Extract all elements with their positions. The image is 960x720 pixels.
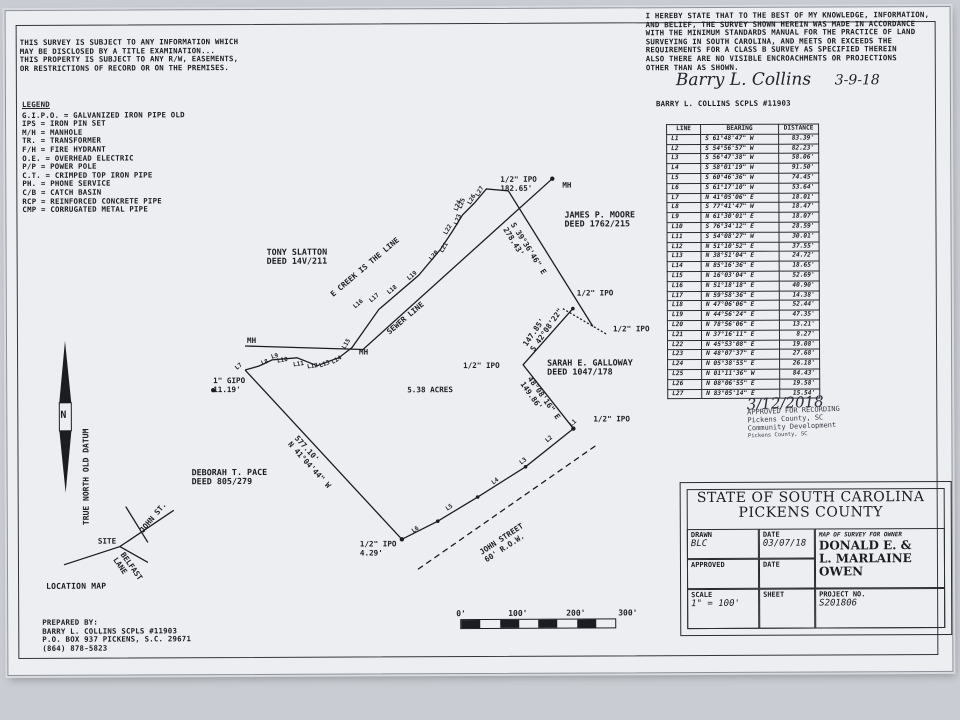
corner-gipo xyxy=(211,387,216,393)
owner-label-slatton: TONY SLATTON DEED 14V/211 xyxy=(266,246,328,266)
plat-drawing xyxy=(58,176,608,570)
ipo-label: 1/2" IPO 182.65' xyxy=(500,174,537,193)
location-road-3 xyxy=(125,506,149,543)
creek-boundary xyxy=(244,188,509,371)
corner-ipo xyxy=(571,306,575,311)
location-map-label: LOCATION MAP xyxy=(46,581,107,591)
owner-label-pace: DEBORAH T. PACE DEED 805/279 xyxy=(191,466,268,487)
corner-ipo xyxy=(571,426,576,431)
galloway-line xyxy=(522,308,574,429)
hatch-mark xyxy=(562,308,608,336)
acreage-label: 5.38 ACRES xyxy=(407,385,453,395)
ipo-label: 1/2" IPO 4.29' xyxy=(359,539,397,558)
ipo-label: 1/2" IPO xyxy=(612,324,650,334)
north-letter: N xyxy=(60,409,67,421)
manhole-label: MH xyxy=(246,335,257,346)
manhole-label: MH xyxy=(562,180,572,190)
corner-ipo xyxy=(399,537,405,542)
owner-label-galloway: SARAH E. GALLOWAY DEED 1047/178 xyxy=(547,357,633,377)
scale-tick: 200' xyxy=(566,608,586,618)
location-site-label: SITE xyxy=(97,536,117,546)
john-street-line xyxy=(417,443,598,570)
sw-boundary xyxy=(244,369,403,540)
owner-label-moore: JAMES P. MOORE DEED 1762/215 xyxy=(564,209,636,229)
location-road-2 xyxy=(119,546,149,564)
manhole-label: MH xyxy=(359,347,369,357)
line-segment-label: L10 xyxy=(276,355,289,365)
line-segment-label: L11 xyxy=(292,360,305,369)
north-arrow xyxy=(58,340,72,493)
survey-sheet: THIS SURVEY IS SUBJECT TO ANY INFORMATIO… xyxy=(4,5,954,677)
ipo-label: 1/2" IPO xyxy=(463,360,500,371)
ipo-label: 1/2" IPO xyxy=(576,288,614,298)
corner-ipo xyxy=(523,464,528,469)
gipo-label: 1" GIPO 11.19' xyxy=(213,376,246,395)
corner-ipo xyxy=(550,176,555,181)
line-segment-label: L12 xyxy=(306,361,319,371)
scale-tick: 0' xyxy=(456,609,466,619)
scale-tick: 300' xyxy=(618,608,638,618)
south-boundary xyxy=(401,428,574,540)
ne-boundary xyxy=(507,190,594,327)
north-label: TRUE NORTH OLD DATUM xyxy=(81,428,91,526)
sewer-line xyxy=(245,178,553,351)
corner-ipo xyxy=(435,519,440,523)
scale-bar xyxy=(460,618,617,630)
scale-tick: 100' xyxy=(508,608,528,618)
corner-ipo xyxy=(475,495,480,499)
ipo-label: 1/2" IPO xyxy=(593,414,630,424)
